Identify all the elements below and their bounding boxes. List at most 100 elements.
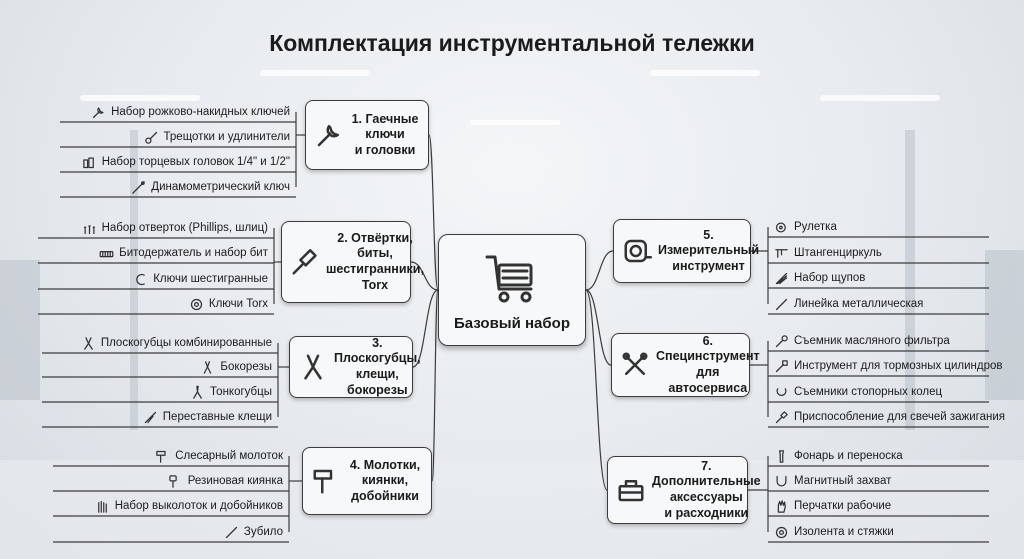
category-node-6: 6. Специнструмент для автосервиса [611, 333, 760, 397]
caliper-icon [775, 248, 788, 258]
ratchet-icon [144, 131, 157, 144]
mallet-icon [168, 474, 177, 488]
screwdrivers-icon [83, 224, 95, 234]
item-label: Изолента и стяжки [794, 526, 894, 538]
page-title: Комплектация инструментальной тележки [269, 30, 755, 56]
list-item: Набор торцевых головок 1/4" и 1/2" [82, 153, 290, 171]
tape-icon [775, 222, 786, 232]
item-label: Набор торцевых головок 1/4" и 1/2" [101, 156, 290, 168]
item-label: Ключи шестигранные [153, 273, 268, 285]
category-label: 6. Специнструмент для автосервиса [656, 333, 760, 395]
list-item: Резиновая киянка [168, 472, 283, 490]
branch-line [585, 289, 608, 491]
category-label: 4. Молотки, киянки, добойники [349, 457, 421, 503]
hex-key-icon [136, 273, 146, 285]
list-item: Трещотки и удлинители [144, 128, 290, 146]
item-label: Трещотки и удлинители [163, 131, 290, 143]
branch-line [585, 250, 614, 291]
gloves-icon [777, 499, 786, 513]
toolbox-icon [618, 480, 644, 502]
branch-line [428, 134, 439, 291]
torque-wrench-icon [132, 180, 146, 194]
item-label: Резиновая киянка [187, 475, 283, 487]
list-item: Переставные клещи [143, 408, 272, 426]
list-item: Набор рожково-накидных ключей [91, 103, 290, 121]
item-label: Динамометрический ключ [151, 181, 290, 193]
item-label: Набор выколоток и добойников [114, 500, 283, 512]
cutters-icon [204, 360, 212, 374]
list-item: Линейка металлическая [774, 295, 923, 313]
item-label: Слесарный молоток [175, 450, 283, 462]
list-item: Инструмент для тормозных цилиндров [774, 357, 1003, 375]
item-label: Битодержатель и набор бит [119, 247, 268, 259]
branch-line [412, 289, 439, 368]
list-item: Ключи Torx [189, 295, 268, 313]
tape-measure-icon [624, 239, 652, 263]
item-label: Набор щупов [794, 272, 866, 284]
list-item: Съемник масляного фильтра [774, 332, 950, 350]
pliers-icon [83, 336, 93, 350]
item-label: Съемник масляного фильтра [794, 335, 950, 347]
category-node-1: 1. Гаечные ключи и головки [305, 100, 429, 170]
item-label: Магнитный захват [794, 475, 892, 487]
category-node-3: 3. Плоскогубцы, клещи, бокорезы [289, 336, 421, 398]
ruler-icon [775, 298, 788, 310]
cart-icon [485, 255, 533, 302]
item-label: Тонкогубцы [210, 386, 272, 398]
list-item: Штангенциркуль [774, 244, 882, 262]
item-label: Бокорезы [220, 361, 272, 373]
hammer-icon [156, 450, 166, 463]
bits-icon [99, 250, 114, 257]
list-item: Динамометрический ключ [131, 178, 290, 196]
tools-icon [622, 352, 648, 375]
magnet-icon [776, 475, 787, 486]
category-label: 5. Измерительный инструмент [658, 227, 760, 273]
list-item: Тонкогубцы [190, 383, 272, 401]
list-item: Изолента и стяжки [774, 523, 894, 541]
item-label: Ключи Torx [208, 298, 268, 310]
category-node-5: 5. Измерительный инструмент [613, 219, 759, 283]
feeler-gauge-icon [775, 272, 788, 284]
wrench-icon [317, 125, 339, 147]
list-item: Рулетка [774, 218, 837, 236]
item-label: Фонарь и переноска [794, 450, 903, 462]
category-node-2: 2. Отвёртки, биты, шестигранники, Torx [281, 221, 424, 303]
needle-nose-icon [193, 385, 202, 399]
tape-roll-icon [775, 526, 788, 538]
category-label: 1. Гаечные ключи и головки [351, 111, 419, 157]
ring-pliers-icon [776, 387, 787, 396]
list-item: Набор отверток (Phillips, шлиц) [82, 219, 268, 237]
item-label: Линейка металлическая [794, 298, 924, 310]
item-label: Переставные клещи [162, 411, 272, 423]
item-label: Штангенциркуль [794, 247, 882, 259]
list-item: Фонарь и переноска [774, 447, 903, 465]
list-item: Зубило [224, 523, 283, 541]
item-label: Съемники стопорных колец [794, 386, 943, 398]
center-label: Базовый набор [454, 314, 570, 332]
category-label: 7. Дополнительные аксессуары и расходник… [652, 458, 761, 520]
socket-icon [82, 157, 94, 168]
item-label: Инструмент для тормозных цилиндров [794, 360, 1003, 372]
list-item: Набор выколоток и добойников [95, 497, 283, 515]
wrench-icon [92, 107, 104, 118]
center-node: Базовый набор [438, 234, 586, 346]
item-label: Набор рожково-накидных ключей [111, 106, 290, 118]
item-label: Приспособление для свечей зажигания [794, 411, 1005, 423]
screwdriver-icon [292, 249, 317, 275]
category-node-4: 4. Молотки, киянки, добойники [302, 447, 432, 515]
item-label: Набор отверток (Phillips, шлиц) [101, 222, 268, 234]
list-item: Слесарный молоток [155, 447, 283, 465]
hammer-icon [313, 469, 333, 494]
torx-icon [190, 298, 202, 310]
list-item: Битодержатель и набор бит [99, 244, 268, 262]
punch-icon [97, 500, 107, 513]
item-label: Перчатки рабочие [794, 500, 892, 512]
brake-tool-icon [775, 359, 788, 372]
pliers-icon [304, 354, 322, 380]
item-label: Рулетка [794, 221, 837, 233]
list-item: Съемники стопорных колец [774, 383, 942, 401]
list-item: Магнитный захват [774, 472, 891, 490]
branch-line [410, 261, 439, 291]
branch-line [585, 289, 612, 366]
